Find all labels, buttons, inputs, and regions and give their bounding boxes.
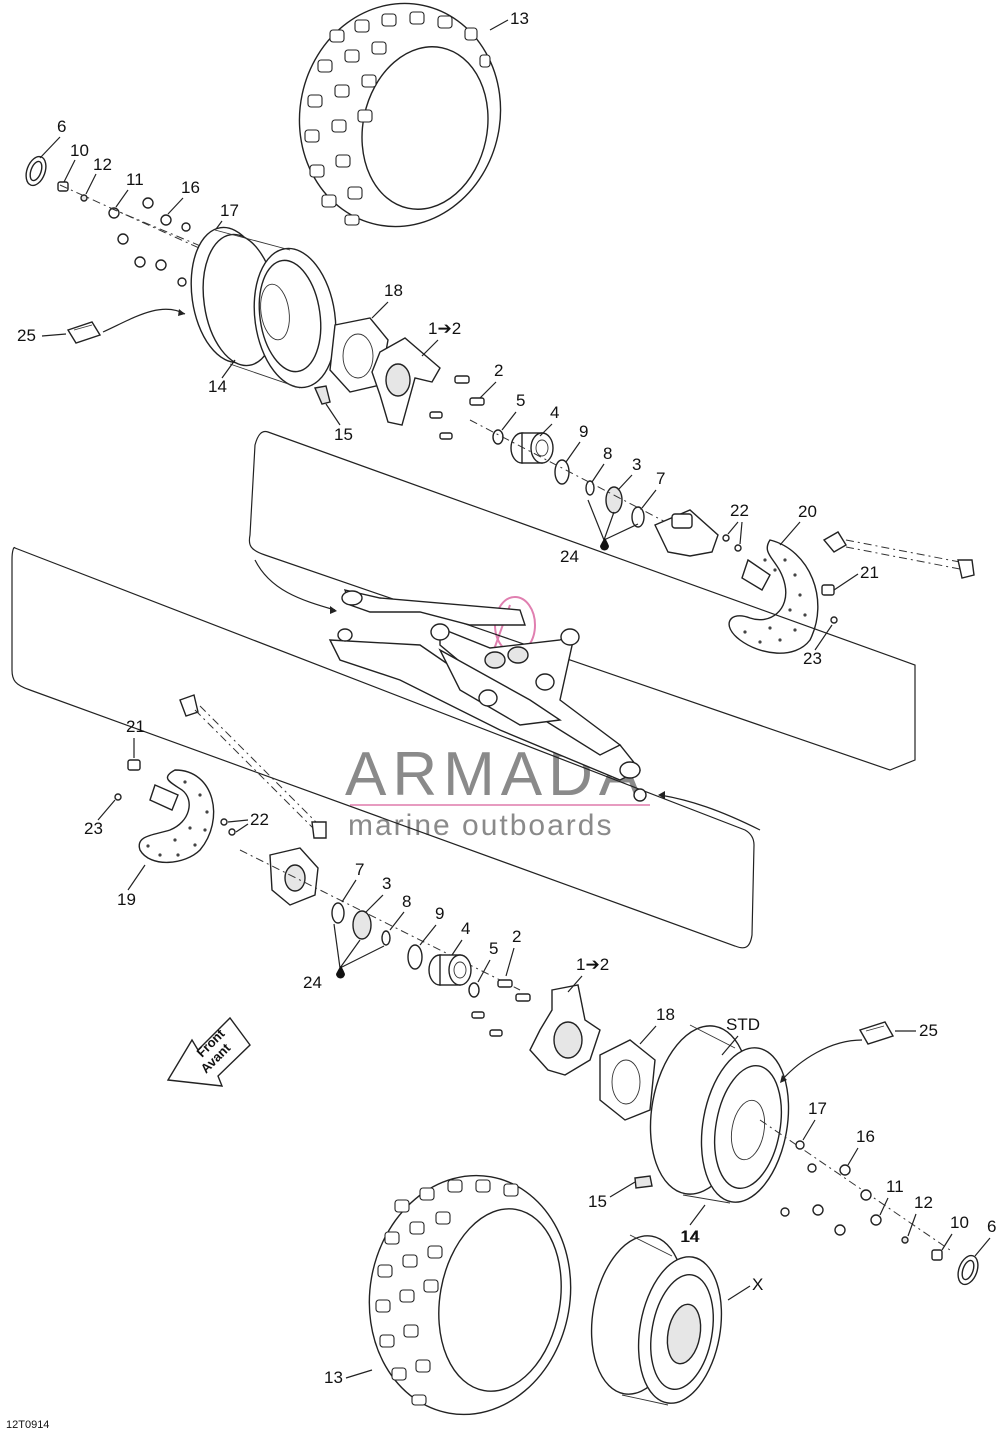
callout-18-bottom: 18 — [656, 1005, 675, 1024]
callout-4-top: 4 — [550, 403, 559, 422]
hub-top-right — [654, 509, 742, 557]
callout-11-top: 11 — [126, 170, 144, 189]
callout-9-bottom: 9 — [435, 904, 444, 923]
callout-12-bottom: 12 — [914, 1193, 933, 1212]
knuckle-bottom — [471, 979, 601, 1076]
bottom-tire — [368, 1174, 572, 1416]
callout-22-bottom: 22 — [250, 810, 269, 829]
tie-rod-bottom — [179, 694, 327, 839]
callout-std: STD — [726, 1015, 760, 1034]
callout-16-bottom: 16 — [856, 1127, 875, 1146]
top-rim — [190, 226, 337, 389]
callout-1-2-top: 1➔2 — [428, 319, 461, 338]
callout-24-top: 24 — [560, 547, 579, 566]
callout-14-bottom-std: 14 — [681, 1227, 700, 1246]
callout-19-bottom: 19 — [117, 890, 136, 909]
reference-code: 12T0914 — [6, 1419, 49, 1431]
callout-25-bottom: 25 — [919, 1021, 938, 1040]
callout-2-top: 2 — [494, 361, 503, 380]
callout-3-top: 3 — [632, 455, 641, 474]
callout-9-top: 9 — [579, 422, 588, 441]
callout-23-bottom: 23 — [84, 819, 103, 838]
callout-22-top: 22 — [730, 501, 749, 520]
callout-12-top: 12 — [93, 155, 112, 174]
callout-5-top: 5 — [516, 391, 525, 410]
front-arrow: Front Avant — [166, 1016, 251, 1087]
top-tire: 13 — [298, 2, 529, 228]
callout-1-2-bottom: 1➔2 — [576, 955, 609, 974]
callout-25-top: 25 — [17, 326, 36, 345]
brake-disc-20 — [728, 539, 819, 654]
callout-4-bottom: 4 — [461, 919, 470, 938]
bearings-bottom — [331, 902, 480, 998]
callout-8-top: 8 — [603, 444, 612, 463]
knuckle-top — [371, 337, 485, 440]
callout-15-top: 15 — [334, 425, 353, 444]
callout-17-bottom: 17 — [808, 1099, 827, 1118]
callout-16-top: 16 — [181, 178, 200, 197]
callout-13-top: 13 — [510, 9, 529, 28]
rim-std — [649, 1024, 951, 1251]
grease-24-top — [587, 499, 639, 551]
callout-8-bottom: 8 — [402, 892, 411, 911]
grease-24-bottom — [333, 923, 385, 979]
hub-plate-18-bottom — [599, 1039, 656, 1121]
callout-18-top: 18 — [384, 281, 403, 300]
callout-14-top: 14 — [208, 377, 227, 396]
assembly-boxes — [11, 430, 916, 949]
callout-10-bottom: 10 — [950, 1213, 969, 1232]
callout-5-bottom: 5 — [489, 939, 498, 958]
callout-7-bottom: 7 — [355, 860, 364, 879]
callout-21-top: 21 — [860, 563, 879, 582]
watermark-tagline: marine outboards — [348, 809, 613, 842]
tie-rod-top — [821, 531, 975, 596]
callout-11-bottom: 11 — [886, 1177, 904, 1196]
brake-disc-19 — [114, 759, 236, 864]
callout-14-bottom-x: 14 — [680, 1227, 699, 1246]
decal-25-top — [66, 308, 186, 344]
rim-x — [590, 1234, 723, 1406]
callout-13-bottom: 13 — [324, 1368, 343, 1387]
callout-7-top: 7 — [656, 469, 665, 488]
callout-x: X — [752, 1275, 763, 1294]
top-hardware — [25, 155, 231, 287]
callout-6-top: 6 — [57, 117, 66, 136]
bearings-top — [469, 419, 701, 541]
bottom-tire-tread — [375, 1179, 519, 1406]
decal-25-bottom — [780, 1021, 895, 1083]
a-arms — [328, 589, 647, 802]
valve-15-top — [314, 385, 331, 405]
callout-23-top: 23 — [803, 649, 822, 668]
callout-24-bottom: 24 — [303, 973, 322, 992]
callout-10-top: 10 — [70, 141, 89, 160]
callout-17-top: 17 — [220, 201, 239, 220]
callout-20-top: 20 — [798, 502, 817, 521]
bottom-hardware — [780, 1140, 979, 1286]
callout-2-bottom: 2 — [512, 927, 521, 946]
callout-15-bottom: 15 — [588, 1192, 607, 1211]
hub-bottom-left — [239, 847, 521, 991]
callout-21-bottom: 21 — [126, 717, 145, 736]
top-tire-tread — [304, 11, 491, 226]
callout-6-bottom: 6 — [987, 1217, 996, 1236]
callout-3-bottom: 3 — [382, 874, 391, 893]
